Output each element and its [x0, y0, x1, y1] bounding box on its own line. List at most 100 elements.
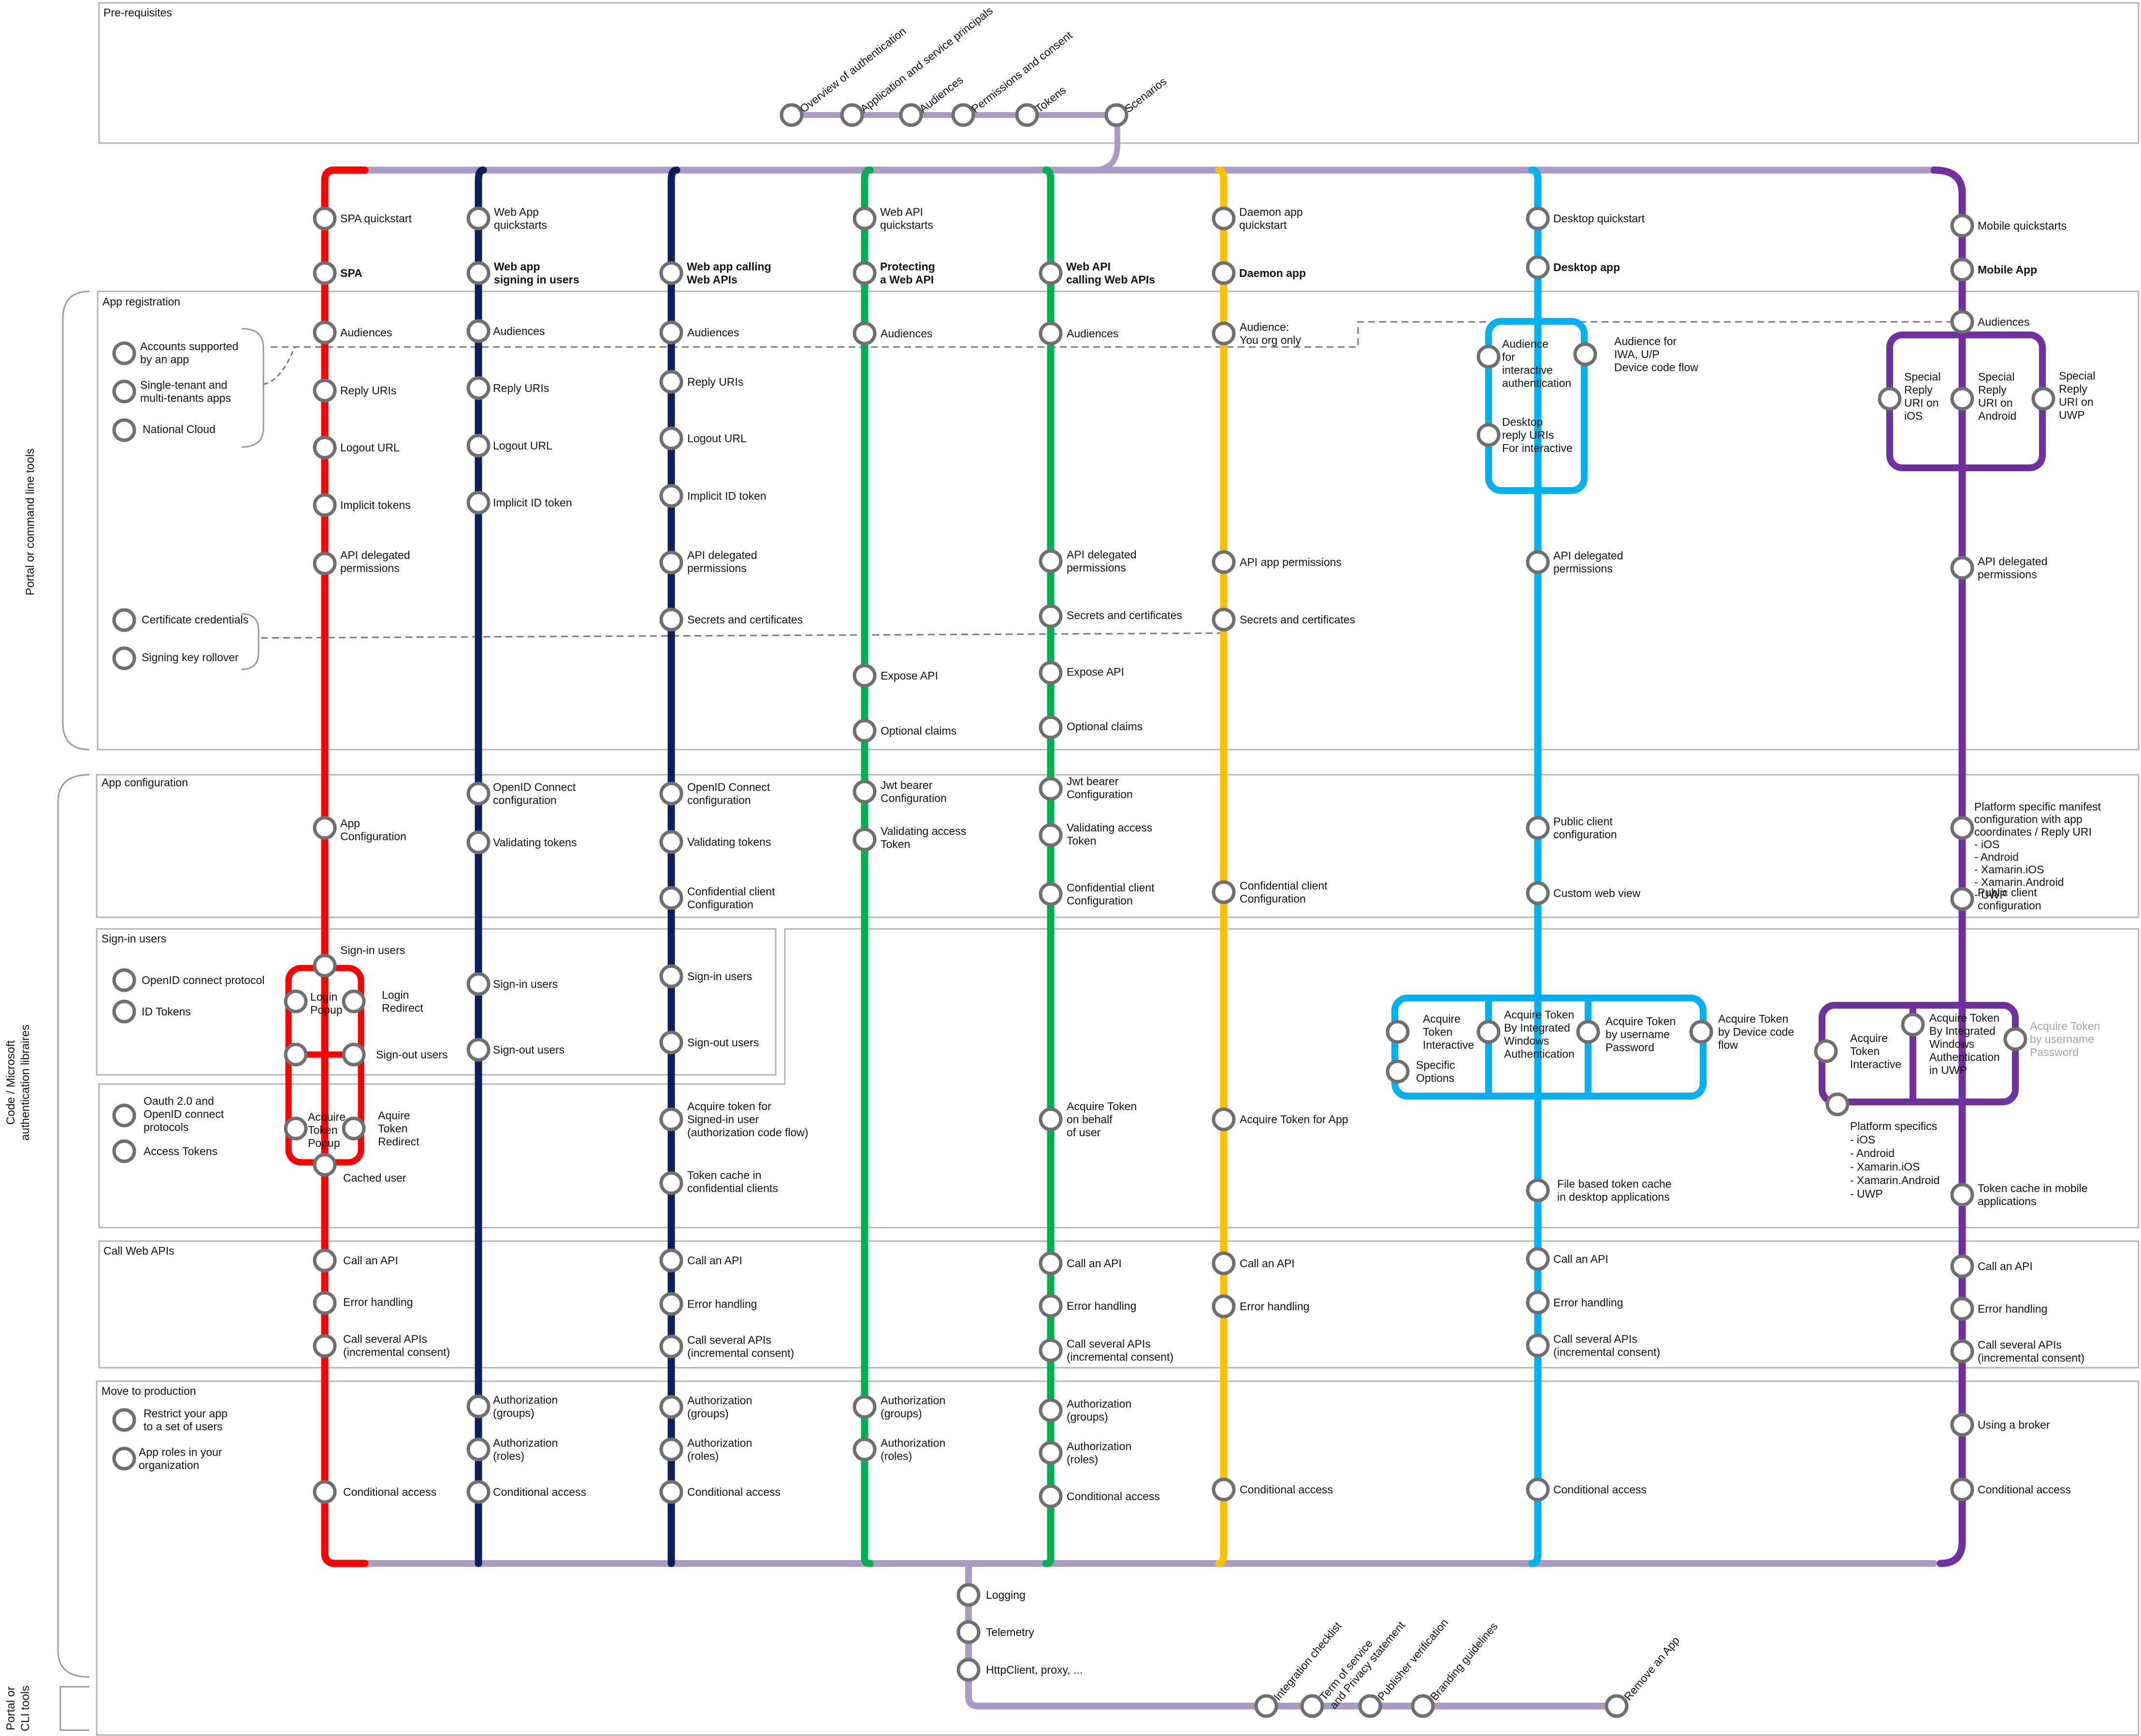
station-spa-sign-in-users[interactable] [313, 954, 337, 978]
station-desktop-acquire-token-by-integrated-windows-auth[interactable] [1476, 1020, 1501, 1044]
station-desktop-call-an-api[interactable] [1526, 1247, 1550, 1271]
station-prereq-audiences[interactable] [899, 103, 923, 127]
station-daemon-acquire-token-for-app[interactable] [1212, 1107, 1236, 1131]
station-protecting_api-jwt-bearer-configuration[interactable] [853, 780, 877, 804]
station-desktop-api-delegated-permissions[interactable] [1526, 550, 1550, 574]
station-protocol-oauth-2-0-and-openid-connect-protocols[interactable] [112, 1103, 136, 1128]
station-registration-accounts-supported-by-an-app[interactable] [112, 341, 136, 365]
station-spa-conditional-access[interactable] [313, 1480, 337, 1504]
station-webapp_signin-audiences[interactable] [466, 319, 491, 343]
station-webapi_calling-api-delegated-permissions[interactable] [1039, 549, 1063, 573]
station-spa-call-several-apis-incremental-consent[interactable] [313, 1334, 337, 1358]
station-desktop-conditional-access[interactable] [1526, 1477, 1550, 1502]
station-desktop-error-handling[interactable] [1526, 1290, 1550, 1315]
station-mobile-acquire-token-interactive[interactable] [1814, 1039, 1838, 1063]
station-webapi_calling-audiences[interactable] [1039, 321, 1063, 346]
station-desktop-public-client-configuration[interactable] [1526, 816, 1550, 840]
station-protecting_api-authorization-groups[interactable] [853, 1395, 877, 1419]
station-spa-quickstart[interactable] [313, 206, 337, 231]
station-prereq-overview-of-authentication[interactable] [780, 103, 804, 127]
station-webapp_signin-sign-in-users[interactable] [466, 972, 491, 996]
station-desktop-name[interactable] [1526, 255, 1550, 279]
station-prereq-application-and-service-principals[interactable] [840, 103, 864, 127]
station-webapi_calling-optional-claims[interactable] [1039, 715, 1063, 739]
station-daemon-name[interactable] [1212, 261, 1236, 285]
station-webapi_calling-secrets-and-certificates[interactable] [1039, 604, 1063, 628]
station-webapi-calling-name[interactable] [1039, 261, 1063, 285]
station-webapi_calling-jwt-bearer-configuration[interactable] [1039, 777, 1063, 801]
station-mobile-using-a-broker[interactable] [1950, 1413, 1974, 1437]
station-webapp_calling-secrets-and-certificates[interactable] [659, 608, 683, 632]
station-webapp_calling-sign-out-users[interactable] [659, 1030, 683, 1055]
station-protecting_api-optional-claims[interactable] [853, 719, 877, 743]
station-webapp_calling-confidential-client-configuration[interactable] [659, 886, 683, 910]
station-spa-call-an-api[interactable] [313, 1248, 337, 1273]
station-registration-signing-key-rollover[interactable] [112, 646, 136, 670]
station-webapi_calling-call-several-apis-incremental-consent[interactable] [1039, 1338, 1063, 1362]
station-webapp_signin-logout-url[interactable] [466, 434, 491, 458]
station-mobile-error-handling[interactable] [1950, 1297, 1974, 1321]
station-daemon-quickstart[interactable] [1212, 206, 1236, 231]
station-daemon-conditional-access[interactable] [1212, 1477, 1236, 1502]
station-registration-single-tenant-and-multi-tenants-apps[interactable] [112, 379, 136, 404]
station-protocol-access-tokens[interactable] [112, 1139, 136, 1163]
station-registration-certificate-credentials[interactable] [112, 608, 136, 632]
station-desktop-custom-web-view[interactable] [1526, 881, 1550, 905]
station-spa-aquire-token-redirect[interactable] [342, 1116, 366, 1141]
station-spa-cached-user[interactable] [313, 1153, 337, 1177]
station-spa-signout-left[interactable] [284, 1042, 308, 1067]
station-spa-name[interactable] [313, 261, 337, 285]
station-mobile-special-reply-uri-on-android[interactable] [1950, 387, 1974, 411]
station-mobile-special-reply-uri-on-uwp[interactable] [2031, 387, 2055, 411]
station-webapp_calling-authorization-groups[interactable] [659, 1395, 683, 1419]
station-desktop-acquire-token-interactive[interactable] [1386, 1020, 1410, 1044]
station-webapp-signin-quickstart[interactable] [466, 206, 491, 231]
station-webapp_signin-conditional-access[interactable] [466, 1480, 491, 1504]
station-webapp_signin-sign-out-users[interactable] [466, 1038, 491, 1062]
station-mobile-platform-specifics-ios-android-xamarin-i[interactable] [1825, 1092, 1850, 1116]
station-webapp-signin-name[interactable] [466, 261, 491, 285]
station-protecting_api-authorization-roles[interactable] [853, 1437, 877, 1461]
station-webapp_calling-acquire-token-for-signed-in-user-authori[interactable] [659, 1107, 683, 1131]
station-desktop-file-based-token-cache-in-desktop-applic[interactable] [1526, 1178, 1550, 1202]
station-final-remove-an-app[interactable] [1605, 1694, 1629, 1718]
station-webapp_calling-conditional-access[interactable] [659, 1480, 683, 1504]
station-webapp_calling-reply-uris[interactable] [659, 370, 683, 394]
station-mobile-public-client-configuration[interactable] [1950, 887, 1974, 911]
station-spa-login-popup[interactable] [284, 989, 308, 1013]
station-branch-httpclient-proxy[interactable] [956, 1658, 981, 1682]
station-webapp_calling-sign-in-users[interactable] [659, 964, 683, 988]
station-registration-national-cloud[interactable] [112, 418, 136, 442]
station-daemon-call-an-api[interactable] [1212, 1251, 1236, 1275]
station-spa-audiences[interactable] [313, 320, 337, 345]
station-webapp_calling-call-an-api[interactable] [659, 1248, 683, 1273]
station-webapp-calling-name[interactable] [659, 261, 683, 285]
station-mobile-acquire-token-by-integrated-windows-auth[interactable] [1901, 1013, 1925, 1037]
station-webapp_calling-call-several-apis-incremental-consent[interactable] [659, 1334, 683, 1359]
station-daemon-secrets-and-certificates[interactable] [1212, 608, 1236, 632]
station-webapp_calling-authorization-roles[interactable] [659, 1437, 683, 1461]
station-webapp_calling-openid-connect-configuration[interactable] [659, 781, 683, 806]
station-final-branding-guidelines[interactable] [1411, 1694, 1435, 1718]
station-spa-implicit-tokens[interactable] [313, 493, 337, 517]
station-protecting_api-expose-api[interactable] [853, 664, 877, 688]
station-webapp_calling-audiences[interactable] [659, 320, 683, 345]
station-webapi_calling-error-handling[interactable] [1039, 1294, 1063, 1318]
station-webapp_calling-error-handling[interactable] [659, 1292, 683, 1316]
station-protecting_api-validating-access-token[interactable] [853, 827, 877, 852]
station-spa-reply-uris[interactable] [313, 378, 337, 403]
station-desktop-specific-options[interactable] [1386, 1059, 1410, 1084]
station-mobile-audiences[interactable] [1950, 310, 1974, 334]
station-webapi_calling-expose-api[interactable] [1039, 661, 1063, 685]
station-webapp_calling-token-cache-in-confidential-clients[interactable] [659, 1171, 683, 1195]
station-webapi_calling-confidential-client-configuration[interactable] [1039, 882, 1063, 906]
station-webapp_calling-validating-tokens[interactable] [659, 830, 683, 854]
station-desktop-acquire-token-by-device-code-flow[interactable] [1689, 1020, 1713, 1044]
station-spa-app-configuration[interactable] [313, 816, 337, 840]
station-protecting-api-quickstart[interactable] [853, 206, 877, 231]
station-spa-api-delegated-permissions[interactable] [313, 551, 337, 576]
station-mobile-api-delegated-permissions[interactable] [1950, 556, 1974, 580]
station-mobile-special-reply-uri-on-ios[interactable] [1878, 387, 1902, 411]
station-mobile-call-several-apis-incremental-consent[interactable] [1950, 1339, 1974, 1363]
station-daemon-audience-you-org-only[interactable] [1212, 321, 1236, 346]
